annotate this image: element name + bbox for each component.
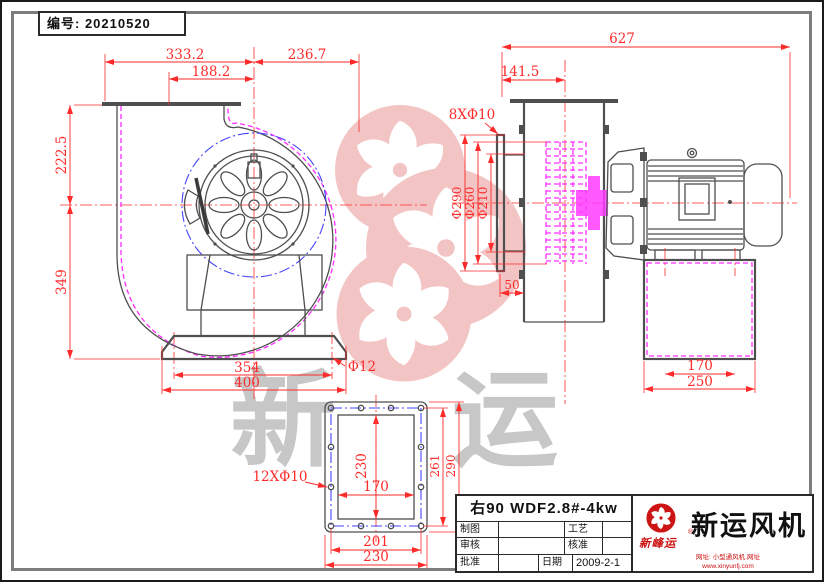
dim-front-outlet-offset: 236.7	[288, 47, 327, 63]
value-drawn-by	[499, 522, 565, 538]
dim-base-hole-dia: Φ12	[348, 359, 376, 375]
label-checked-by: 审核	[457, 538, 499, 554]
company-url-1: 网址: 小型通风机.网址	[696, 554, 760, 561]
dim-front-height-lower: 349	[54, 269, 70, 295]
label-drawn-by: 制图	[457, 522, 499, 538]
label-process: 工艺	[565, 522, 603, 538]
dim-side-overall-length: 627	[609, 31, 635, 47]
side-view: 627 141.5 8XΦ10 Φ290 Φ260 Φ210 50 170	[449, 31, 797, 404]
dim-pedestal-hole-span: 170	[687, 358, 713, 374]
value-process	[603, 522, 631, 537]
dim-flange-overall-height: 290	[444, 455, 458, 478]
value-date: 2009-2-1	[576, 556, 621, 569]
value-approved	[499, 554, 539, 571]
dim-inlet-holes: 8XΦ10	[449, 107, 495, 123]
flange-view: 230 170 261 290 201 230 12XΦ10	[252, 395, 464, 569]
value-approved2	[603, 538, 631, 553]
dim-base-hole-span: 354	[234, 360, 260, 376]
damper-bracket	[183, 189, 201, 225]
motor	[605, 147, 783, 261]
title-block-grid: 右90 WDF2.8#-4kw 制图 工艺 审核 核准 批准 日期 2009-2…	[457, 496, 633, 571]
dim-flange-bolt-width: 201	[363, 534, 389, 550]
title-row-3: 批准 日期 2009-2-1	[457, 554, 631, 571]
watermark-char-2: 运	[452, 362, 558, 480]
dim-impeller-dia: Φ260	[463, 187, 477, 220]
dim-inlet-depth: 50	[504, 278, 519, 292]
dim-pedestal-width: 250	[687, 374, 713, 390]
dim-flange-overall-width: 230	[363, 549, 389, 565]
dim-flange-inner-height: 230	[354, 453, 370, 479]
dim-side-inlet-offset: 141.5	[501, 64, 540, 80]
value-checked-by	[499, 538, 565, 554]
eyebolt-icon	[686, 147, 698, 159]
dim-flange-inner-width: 170	[363, 479, 389, 495]
dim-inlet-dia: Φ210	[476, 187, 490, 220]
label-approved2: 核准	[565, 538, 603, 554]
pinwheel-logo-icon	[646, 503, 676, 533]
watermark-char-1: 新	[230, 362, 336, 480]
serial-number-box: 编号: 20210520	[38, 11, 186, 36]
dim-front-inlet-offset: 188.2	[192, 64, 231, 80]
dim-flange-holes: 12XΦ10	[252, 469, 307, 485]
brand-name: 新峰运	[639, 538, 677, 550]
dim-flange-bolt-height: 261	[428, 455, 442, 478]
dim-flange-dia: Φ290	[450, 187, 464, 220]
registered-mark: ®	[688, 529, 694, 536]
dim-base-overall: 400	[234, 375, 260, 391]
fan-model: 右90 WDF2.8#-4kw	[457, 496, 631, 522]
company-name: 新运风机	[691, 511, 807, 541]
dim-front-overall-width: 333.2	[166, 47, 205, 63]
title-row-1: 制图 工艺	[457, 522, 631, 539]
company-url-2: www.xinyunfj.com	[702, 563, 754, 570]
shaft-hub-hidden	[576, 176, 608, 230]
title-block: 右90 WDF2.8#-4kw 制图 工艺 审核 核准 批准 日期 2009-2…	[455, 494, 814, 573]
label-approved: 批准	[457, 554, 499, 571]
front-view: 333.2 236.7 188.2 222.5 349 354 400 Φ12	[54, 47, 427, 400]
title-row-2: 审核 核准	[457, 538, 631, 555]
label-date: 日期	[539, 554, 573, 571]
damper-lever	[194, 177, 210, 235]
company-panel: 新峰运 ® 新运风机 网址: 小型通风机.网址 www.xinyunfj.com	[633, 496, 814, 571]
dim-front-height-upper: 222.5	[54, 136, 70, 175]
fan-guard-petals	[208, 159, 300, 251]
